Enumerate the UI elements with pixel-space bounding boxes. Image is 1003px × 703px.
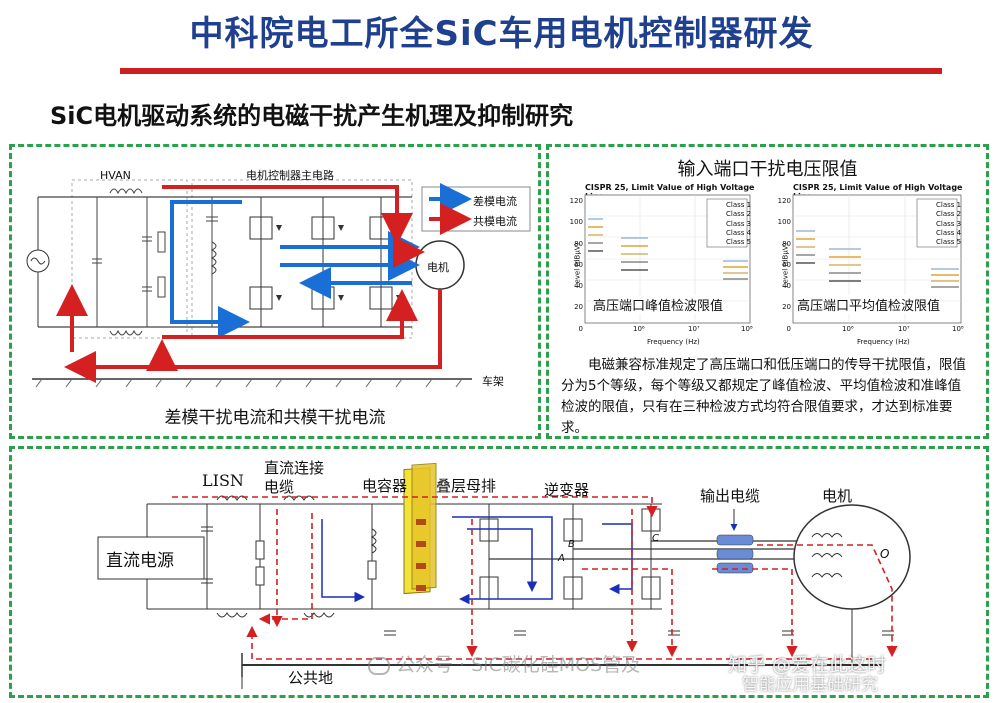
motor-label-c: 电机 <box>822 487 853 505</box>
hvan-label: HVAN <box>100 169 131 182</box>
dm-cm-circuit-diagram <box>26 179 531 388</box>
chart-1-ylabel: Level (dBµV) <box>573 242 582 288</box>
chart-average-limits: CISPR 25, Limit Value of High Voltage Li… <box>771 183 971 351</box>
chart-2-overlay: 高压端口平均值检波限值 <box>797 295 941 314</box>
chart-2-xlabel: Frequency (Hz) <box>857 338 910 346</box>
chart-2-xtick-3: 10⁸ <box>952 325 964 333</box>
wechat-watermark: 公众号 · SiC碳化硅MOS管及 <box>368 650 640 677</box>
chart-peak-limits: CISPR 25, Limit Value of High Voltage Li… <box>563 183 759 351</box>
busbar-label: 叠层母排 <box>436 477 497 495</box>
motor-circle <box>793 504 911 610</box>
wechat-icon <box>368 656 390 675</box>
chart-1-overlay: 高压端口峰值检波限值 <box>593 295 724 314</box>
title-underline <box>120 68 942 74</box>
common-mode-path <box>56 185 442 383</box>
emc-limits-title: 输入端口干扰电压限值 <box>677 159 858 180</box>
panel-system-emi-path: LISN 直流连接电缆 电容器 叠层母排 逆变器 输出电缆 电机 直流电源 公共… <box>9 446 989 698</box>
zhihu-watermark: 知乎 @爱在此这时 <box>728 654 887 676</box>
controller-label: 电机控制器主电路 <box>246 169 334 182</box>
capacitor-label: 电容器 <box>362 477 408 495</box>
chart-2-xtick-2: 10⁷ <box>898 325 910 333</box>
chart-2-xtick-1: 10⁶ <box>842 325 854 333</box>
system-emi-diagram <box>97 462 911 689</box>
chart-1-xlabel: Frequency (Hz) <box>647 338 700 346</box>
dc-source-label: 直流电源 <box>106 551 174 571</box>
legend-dm-label: 差模电流 <box>473 195 517 208</box>
inverter-label: 逆变器 <box>544 481 590 499</box>
chart-2-ylabel: Level (dBµV) <box>781 242 790 288</box>
zhihu-watermark-2: 智能应用基础研究 <box>742 675 878 695</box>
chart-1-xtick-2: 10⁷ <box>688 325 700 333</box>
panel-a-caption: 差模干扰电流和共模干扰电流 <box>164 408 386 428</box>
chart-1-xtick-3: 10⁸ <box>741 325 753 333</box>
differential-mode-path <box>170 200 420 338</box>
slide-title: 中科院电工所全SiC车用电机控制器研发 <box>189 14 814 54</box>
panel-dm-cm-currents: HVAN 电机控制器主电路 差模电流 共模电流 电机 车架 差模干扰电流和共模干… <box>9 144 541 439</box>
node-a: A <box>558 553 565 564</box>
slide-subtitle: SiC电机驱动系统的电磁干扰产生机理及抑制研究 <box>50 102 574 130</box>
node-b: B <box>568 539 575 550</box>
motor-node: O <box>880 547 890 561</box>
output-cable-label: 输出电缆 <box>700 487 761 505</box>
node-c: C <box>652 533 659 544</box>
panel-emc-limits: 输入端口干扰电压限值 CISPR 25, Limit Value of High… <box>546 144 989 439</box>
chart-1-xtick-1: 10⁶ <box>633 325 645 333</box>
ground-label: 公共地 <box>288 669 334 687</box>
dc-cable-label: 直流连接电缆 <box>264 459 325 496</box>
frame-label: 车架 <box>482 375 504 388</box>
legend-cm-label: 共模电流 <box>473 215 517 228</box>
emc-description: 电磁兼容标准规定了高压端口和低压端口的传导干扰限值，限值分为5个等级，每个等级又… <box>561 357 966 436</box>
motor-label: 电机 <box>427 261 449 274</box>
lisn-label: LISN <box>202 471 244 490</box>
